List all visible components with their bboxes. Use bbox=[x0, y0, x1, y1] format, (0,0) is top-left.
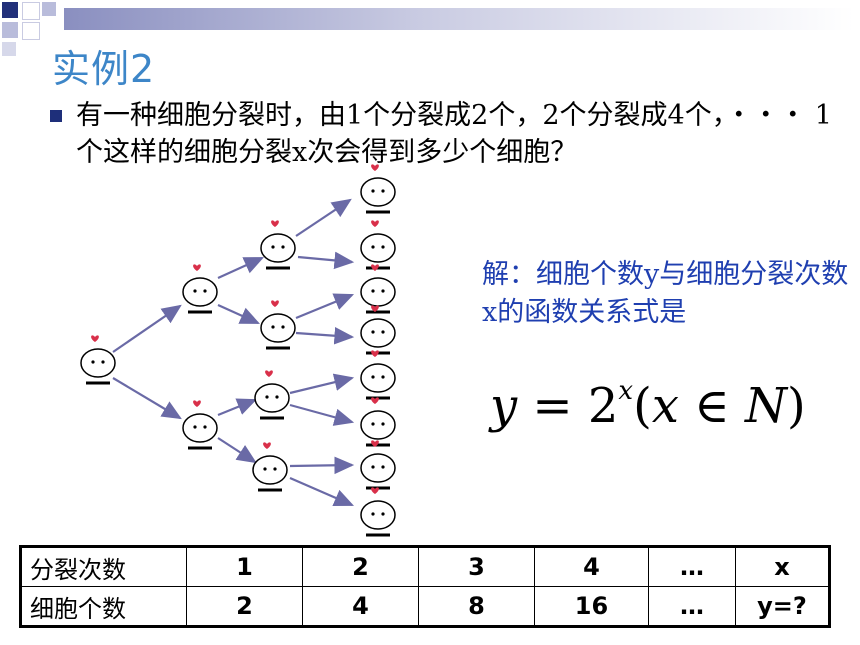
question-text: 有一种细胞分裂时，由1个分裂成2个，2个分裂成4个，・・・ 1个这样的细胞分裂x… bbox=[76, 100, 832, 168]
row-header-division-count: 分裂次数 bbox=[20, 546, 187, 587]
division-arrows bbox=[112, 198, 355, 507]
formula-exponent: x bbox=[618, 376, 634, 406]
table-cell: 1 bbox=[186, 546, 303, 587]
table-row: 分裂次数 1 2 3 4 … x bbox=[20, 546, 830, 587]
row-header-cell-count: 细胞个数 bbox=[20, 586, 187, 627]
table-cell: 4 bbox=[302, 586, 419, 627]
cell-icon bbox=[181, 262, 219, 314]
formula: y = 2x(x ∈ N) bbox=[490, 376, 806, 434]
table-cell: 4 bbox=[534, 546, 649, 587]
cell-icon bbox=[359, 348, 397, 400]
cell-icon bbox=[251, 440, 289, 492]
table-cell: 2 bbox=[186, 586, 303, 627]
cell-icon bbox=[359, 438, 397, 490]
formula-domain-set: N bbox=[744, 378, 787, 434]
formula-element-of: ∈ bbox=[678, 378, 745, 434]
table-cell: 3 bbox=[418, 546, 535, 587]
cell-icons bbox=[79, 162, 397, 537]
formula-y: y bbox=[490, 378, 518, 434]
cell-icon bbox=[359, 162, 397, 214]
table-cell: 8 bbox=[418, 586, 535, 627]
table-cell: 16 bbox=[534, 586, 649, 627]
answer-text: 解：细胞个数y与细胞分裂次数x的函数关系式是 bbox=[482, 259, 849, 328]
table-cell: … bbox=[648, 546, 736, 587]
table-cell: y=? bbox=[735, 586, 830, 627]
table-cell: 2 bbox=[302, 546, 419, 587]
cell-icon bbox=[359, 218, 397, 270]
formula-domain-x: x bbox=[651, 378, 679, 434]
cell-icon bbox=[359, 262, 397, 314]
header-banner bbox=[64, 8, 854, 30]
slide-title: 实例2 bbox=[52, 47, 156, 91]
bullet-square-icon bbox=[50, 110, 62, 122]
cell-icon bbox=[253, 368, 291, 420]
formula-equals-base: = 2 bbox=[517, 378, 619, 434]
division-table: 分裂次数 1 2 3 4 … x 细胞个数 2 4 8 16 … y=? bbox=[19, 545, 831, 628]
table-row: 细胞个数 2 4 8 16 … y=? bbox=[20, 586, 830, 627]
cell-icon bbox=[259, 218, 297, 270]
cell-icon bbox=[259, 298, 297, 350]
cell-icon bbox=[181, 398, 219, 450]
cell-icon bbox=[359, 485, 397, 537]
formula-domain-open: ( bbox=[633, 378, 652, 434]
cell-division-diagram bbox=[79, 162, 397, 537]
table-cell: … bbox=[648, 586, 736, 627]
formula-domain-close: ) bbox=[786, 378, 806, 434]
cell-icon bbox=[359, 395, 397, 447]
table-cell: x bbox=[735, 546, 830, 587]
cell-icon bbox=[79, 333, 117, 385]
